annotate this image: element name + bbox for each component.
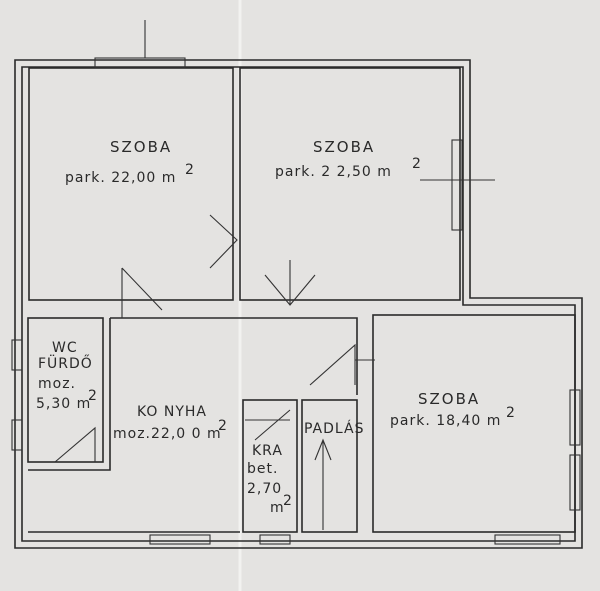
svg-text:2: 2 bbox=[412, 156, 422, 172]
svg-text:2,70: 2,70 bbox=[247, 481, 282, 497]
svg-text:2: 2 bbox=[88, 388, 98, 404]
svg-text:2: 2 bbox=[218, 418, 228, 434]
svg-text:SZOBA: SZOBA bbox=[110, 138, 172, 156]
room-szoba-2: SZOBA park. 2 2,50 m 2 bbox=[275, 138, 422, 180]
doors bbox=[54, 214, 375, 530]
svg-text:KRA: KRA bbox=[252, 443, 283, 459]
svg-text:moz.: moz. bbox=[38, 376, 76, 392]
room-kra: KRA bet. 2,70 m 2 bbox=[247, 443, 293, 516]
svg-text:2: 2 bbox=[283, 493, 293, 509]
svg-text:KO NYHA: KO NYHA bbox=[137, 404, 207, 420]
svg-text:moz.22,0 0 m: moz.22,0 0 m bbox=[113, 426, 222, 442]
svg-text:bet.: bet. bbox=[247, 461, 278, 477]
svg-text:SZOBA: SZOBA bbox=[313, 138, 375, 156]
svg-text:FÜRDŐ: FÜRDŐ bbox=[38, 354, 93, 372]
svg-text:park. 18,40 m: park. 18,40 m bbox=[390, 413, 501, 429]
svg-text:PADLÁS: PADLÁS bbox=[304, 420, 365, 437]
interior-walls bbox=[27, 67, 576, 533]
svg-text:2: 2 bbox=[506, 405, 516, 421]
svg-text:park. 2 2,50 m: park. 2 2,50 m bbox=[275, 164, 392, 180]
svg-text:m: m bbox=[270, 500, 285, 516]
room-padlas: PADLÁS bbox=[304, 420, 365, 437]
room-konyha: KO NYHA moz.22,0 0 m 2 bbox=[113, 404, 228, 442]
outer-walls bbox=[14, 59, 583, 549]
svg-text:5,30 m: 5,30 m bbox=[36, 396, 91, 412]
room-szoba-3: SZOBA park. 18,40 m 2 bbox=[390, 390, 516, 429]
room-szoba-1: SZOBA park. 22,00 m 2 bbox=[65, 138, 195, 186]
svg-text:WC: WC bbox=[52, 340, 78, 356]
windows bbox=[11, 20, 581, 545]
svg-text:2: 2 bbox=[185, 162, 195, 178]
svg-text:park. 22,00 m: park. 22,00 m bbox=[65, 170, 176, 186]
room-wc-furdo: WC FÜRDŐ moz. 5,30 m 2 bbox=[36, 340, 98, 412]
svg-text:SZOBA: SZOBA bbox=[418, 390, 480, 408]
